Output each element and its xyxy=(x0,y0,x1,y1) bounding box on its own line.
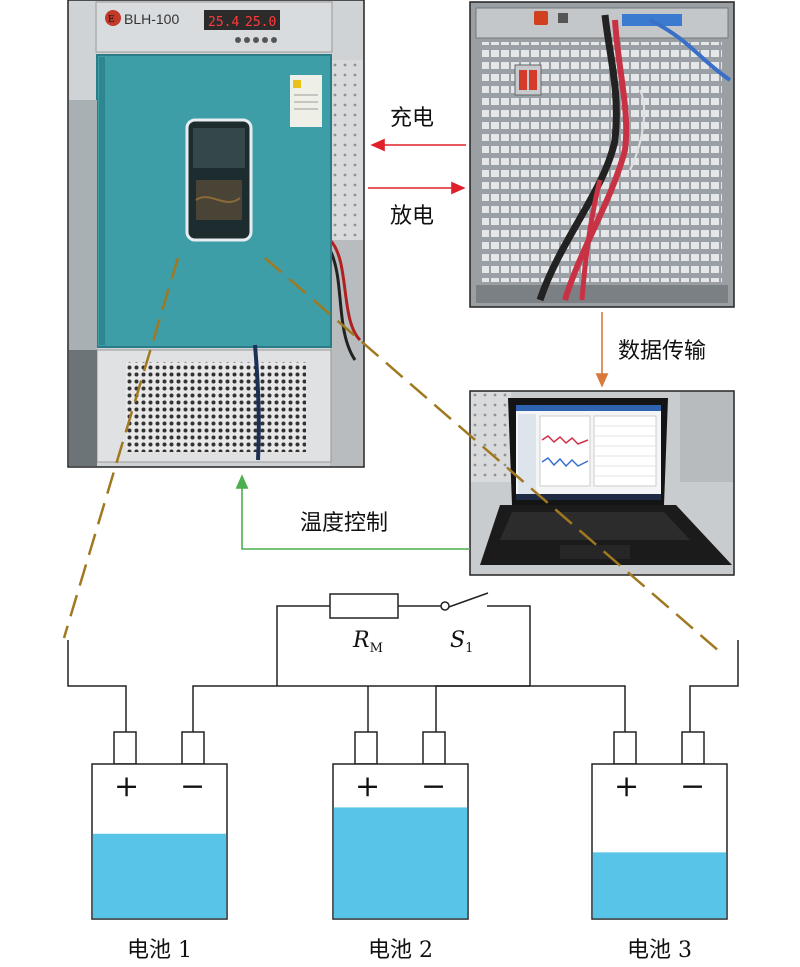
switch-label: S1 xyxy=(450,628,473,656)
battery-label: 电池 1 xyxy=(127,938,192,963)
positive-terminal xyxy=(354,731,378,765)
chamber-grille xyxy=(126,362,306,452)
positive-terminal xyxy=(613,731,637,765)
svg-text:E: E xyxy=(108,15,115,25)
minus-sign: − xyxy=(680,769,705,804)
temperature-control-arrow xyxy=(235,474,470,550)
battery-charge-level xyxy=(592,852,727,919)
display-right-value: 25.0 xyxy=(245,15,276,30)
battery-tester-photo xyxy=(469,1,735,308)
display-left-value: 25.4 xyxy=(208,15,239,30)
temperature-control-label: 温度控制 xyxy=(300,511,388,536)
battery-label: 电池 2 xyxy=(368,938,433,963)
discharge-label: 放电 xyxy=(390,204,434,229)
switch-subscript: 1 xyxy=(465,641,473,656)
resistor-rm xyxy=(329,593,399,619)
positive-terminal xyxy=(113,731,137,765)
data-transfer-label: 数据传输 xyxy=(618,339,706,364)
battery-label: 电池 3 xyxy=(627,938,692,963)
plus-sign: + xyxy=(614,769,639,804)
battery-3: + − 电池 3 xyxy=(591,731,728,963)
battery-charge-level xyxy=(92,833,227,919)
plus-sign: + xyxy=(355,769,380,804)
resistor-symbol: R xyxy=(352,628,370,653)
negative-terminal xyxy=(181,731,205,765)
charge-label: 充电 xyxy=(390,106,434,131)
chamber-brand: BLH-100 xyxy=(124,11,179,27)
battery-1: + − 电池 1 xyxy=(91,731,228,963)
minus-sign: − xyxy=(180,769,205,804)
resistor-label: RM xyxy=(352,628,383,656)
negative-terminal xyxy=(422,731,446,765)
plus-sign: + xyxy=(114,769,139,804)
battery-2: + − 电池 2 xyxy=(332,731,469,963)
battery-group: + − 电池 1 + − 电池 2 + − 电池 3 xyxy=(91,731,728,963)
brand-logo xyxy=(105,10,121,26)
switch-s1-contact xyxy=(440,601,450,611)
negative-terminal xyxy=(681,731,705,765)
laptop-photo xyxy=(469,390,735,576)
chamber-display xyxy=(204,10,280,30)
circuit-wiring xyxy=(67,592,739,732)
minus-sign: − xyxy=(421,769,446,804)
chamber-buttons xyxy=(235,37,277,43)
callout-dashed-lines xyxy=(62,257,721,653)
resistor-subscript: M xyxy=(370,641,383,656)
temperature-chamber-photo: E BLH-100 25.4 25.0 xyxy=(67,0,365,468)
switch-symbol: S xyxy=(450,628,465,653)
battery-charge-level xyxy=(333,807,468,919)
